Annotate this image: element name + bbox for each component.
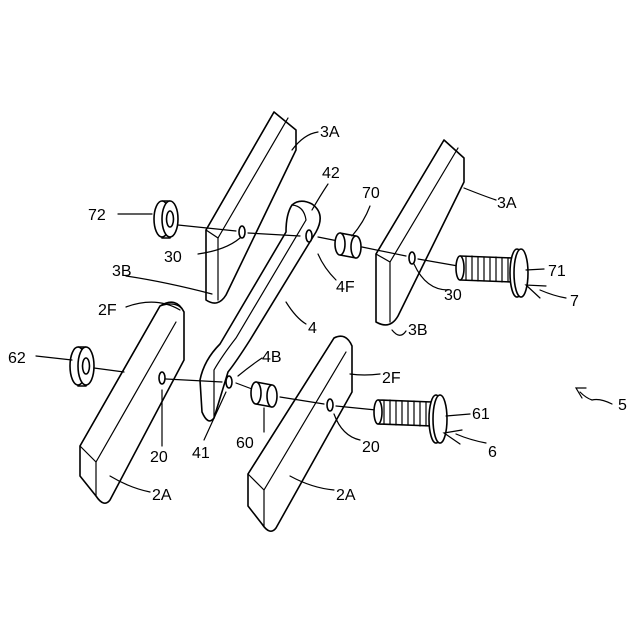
- label-5: 5: [618, 397, 627, 414]
- bolt-61: [374, 395, 447, 443]
- label-20-left: 20: [150, 449, 168, 466]
- label-4b: 4B: [262, 349, 282, 366]
- label-3b-left: 3B: [112, 263, 132, 280]
- arrows: [444, 285, 612, 444]
- label-2a-left: 2A: [152, 487, 172, 504]
- spacer-70: [335, 233, 361, 258]
- label-71: 71: [548, 263, 566, 280]
- label-70: 70: [362, 185, 380, 202]
- label-3b-right: 3B: [408, 322, 428, 339]
- lower-left-plate-2a: [80, 302, 184, 503]
- label-20-right: 20: [362, 439, 380, 456]
- label-2a-right: 2A: [336, 487, 356, 504]
- spacer-60: [251, 382, 277, 407]
- label-30-right: 30: [444, 287, 462, 304]
- label-4f: 4F: [336, 279, 355, 296]
- label-3a-upper-right: 3A: [497, 195, 517, 212]
- label-41: 41: [192, 445, 210, 462]
- label-61: 61: [472, 406, 490, 423]
- label-2f-right: 2F: [382, 370, 401, 387]
- label-2f-left: 2F: [98, 302, 117, 319]
- label-60: 60: [236, 435, 254, 452]
- label-62: 62: [8, 350, 26, 367]
- label-6: 6: [488, 444, 497, 461]
- label-30-left: 30: [164, 249, 182, 266]
- label-7: 7: [570, 293, 579, 310]
- label-72: 72: [88, 207, 106, 224]
- nut-62: [70, 347, 94, 386]
- label-4: 4: [308, 320, 317, 337]
- label-3a-upper-left: 3A: [320, 124, 340, 141]
- label-42: 42: [322, 165, 340, 182]
- nut-72: [154, 201, 178, 238]
- bolt-71: [456, 249, 528, 297]
